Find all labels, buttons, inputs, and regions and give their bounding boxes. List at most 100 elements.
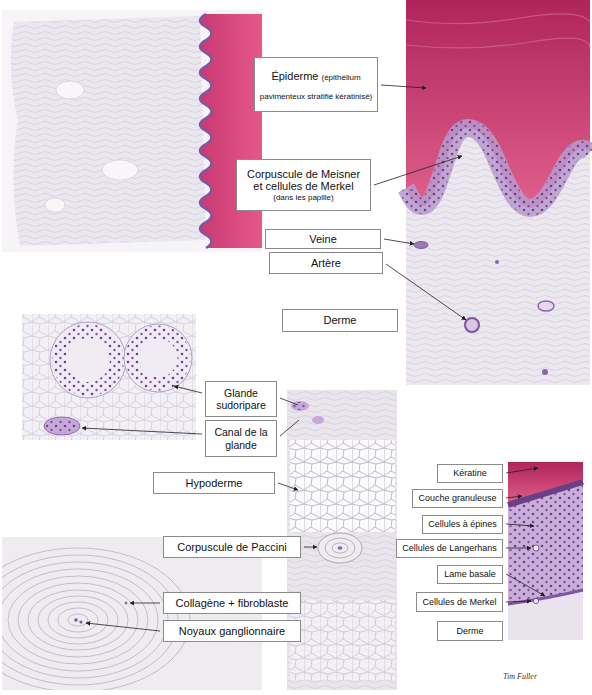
paccini-symbol: [318, 533, 362, 563]
label-box: Cellules de Langerhans: [396, 539, 503, 558]
label-box: Hypoderme: [153, 472, 275, 494]
label-box: Corpuscule de Paccini: [163, 536, 301, 558]
label-body: Lame basale: [444, 569, 496, 579]
gland-piece: [291, 401, 309, 411]
label-text: Cellules à épines: [428, 519, 497, 529]
granular-layer: [508, 482, 583, 505]
fibroblast-dot: [125, 602, 128, 605]
label-box: Épiderme(épithélium pavimenteux stratifi…: [254, 57, 378, 112]
epidermis: [406, 0, 590, 208]
label-text: Cellules de Merkel: [422, 597, 496, 607]
nucleus-dot: [79, 620, 82, 623]
label-box: Derme: [437, 621, 503, 641]
vessel-symbol: [538, 301, 554, 311]
label-text: Épiderme: [271, 70, 318, 82]
leader-lines: [82, 85, 545, 631]
label-box: Veine: [265, 229, 381, 249]
label-text: Derme: [323, 314, 356, 327]
label-box: Derme: [282, 309, 398, 332]
dermis-fibres: [11, 16, 206, 246]
label-text: Corpuscule de Meisner et cellules de Mer…: [241, 168, 366, 193]
paccini-core: [338, 546, 343, 550]
gland-duct: [44, 417, 80, 435]
signature: Tim Fuller: [503, 672, 537, 681]
dermis-fibres: [406, 0, 590, 385]
label-text: Glande sudoripare: [210, 387, 272, 411]
label-subtext: (dans les papille): [241, 193, 366, 202]
tissue-gap: [102, 160, 138, 180]
spinous-layer: [508, 482, 583, 604]
label-text: Cellules de Langerhans: [402, 543, 497, 553]
paccini-ring: [325, 538, 355, 558]
gland-nuclei: [132, 332, 184, 384]
gland-piece: [312, 416, 324, 424]
vein-symbol: [414, 242, 428, 249]
label-body: Épiderme(épithélium pavimenteux stratifi…: [259, 66, 373, 103]
paccini-ring: [332, 543, 348, 553]
label-box: Cellules de Merkel: [416, 592, 503, 612]
tissue-gap: [56, 81, 84, 99]
basal-nuclei: [406, 128, 590, 208]
keratin-streak: [406, 14, 590, 48]
label-text: Veine: [309, 233, 337, 246]
panel-ground: [22, 314, 196, 440]
label-body: Noyaux ganglionnaire: [179, 625, 285, 638]
label-body: Cellules à épines: [428, 519, 497, 529]
basal-lamina: [508, 590, 583, 604]
panel-ground: [508, 462, 583, 640]
label-text: Artère: [311, 257, 341, 270]
section-overview: [2, 10, 262, 252]
keratin-layer: [508, 462, 583, 505]
label-text: Kératine: [453, 468, 487, 478]
basal-layer: [406, 128, 590, 208]
label-body: Veine: [309, 233, 337, 246]
label-body: Corpuscule de Meisner et cellules de Mer…: [241, 168, 366, 202]
dermis-ground: [406, 0, 590, 385]
basal-layer: [200, 14, 212, 248]
label-body: Glande sudoripare: [210, 387, 272, 411]
label-text: Canal de la glande: [210, 426, 272, 450]
label-body: Derme: [323, 314, 356, 327]
label-body: Cellules de Langerhans: [402, 543, 497, 553]
label-body: Corpuscule de Paccini: [177, 541, 286, 554]
panel-texture: [22, 314, 196, 440]
label-box: Couche granuleuse: [412, 489, 503, 508]
label-box: Kératine: [437, 464, 503, 483]
label-body: Hypoderme: [186, 477, 243, 490]
label-box: Cellules à épines: [422, 515, 503, 534]
skin-detail: [406, 0, 590, 385]
adipocytes: [290, 600, 395, 680]
duct-nuclei: [46, 419, 78, 433]
label-box: Lame basale: [437, 565, 503, 584]
cell-dot: [542, 369, 548, 375]
label-box: Corpuscule de Meisner et cellules de Mer…: [236, 159, 371, 211]
label-box: Glande sudoripare: [205, 381, 277, 417]
label-box: Collagène + fibroblaste: [163, 592, 301, 614]
tissue-gap: [45, 198, 65, 212]
label-box: Canal de la glande: [205, 420, 277, 457]
label-box: Artère: [269, 252, 383, 274]
panel-ground: [2, 10, 262, 252]
gland-nuclei: [59, 331, 117, 389]
label-body: Collagène + fibroblaste: [176, 597, 289, 610]
hypodermis-detail: [287, 390, 397, 690]
panel-ground: [287, 390, 397, 690]
merkel-cell: [533, 598, 538, 603]
epidermis-layers: [508, 462, 583, 640]
label-text: Collagène + fibroblaste: [176, 597, 289, 610]
label-text: Hypoderme: [186, 477, 243, 490]
cell-dot: [495, 260, 499, 264]
label-box: Noyaux ganglionnaire: [163, 620, 301, 642]
panel-fibres: [287, 390, 397, 690]
label-text: Noyaux ganglionnaire: [179, 625, 285, 638]
label-body: Kératine: [453, 468, 487, 478]
langerhans-cell: [533, 545, 539, 551]
label-body: Cellules de Merkel: [422, 597, 496, 607]
label-body: Canal de la glande: [210, 426, 272, 450]
label-text: Lame basale: [444, 569, 496, 579]
gland-section: [124, 324, 192, 392]
label-text: Corpuscule de Paccini: [177, 541, 286, 554]
dermis-tissue: [11, 16, 206, 246]
epidermis-band: [200, 14, 262, 248]
label-body: Derme: [456, 626, 483, 636]
